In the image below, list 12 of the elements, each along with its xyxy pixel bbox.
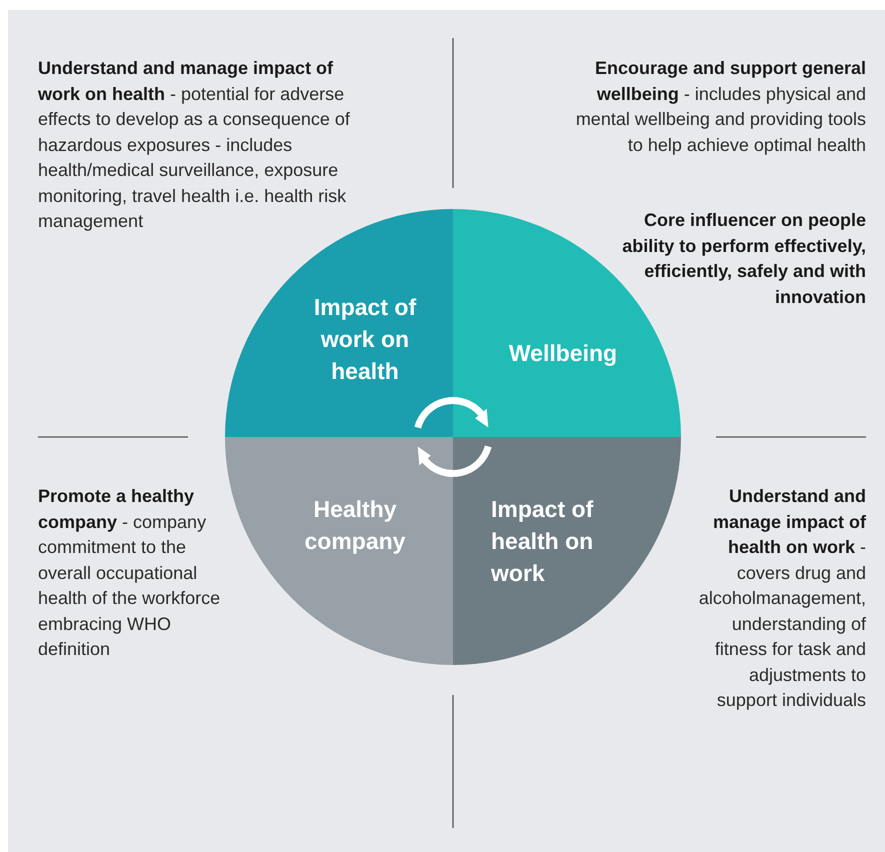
description-text: Core influencer on people ability to perform effectively, efficiently, safely and with innovation xyxy=(621,209,866,308)
description-text: Understand and manage impact of work on health - potential for adverse effects to develop as a consequence of hazardous exposures - includes health/medical surveillance, exposure monitoring, travel health i.e. health risk management xyxy=(38,57,351,233)
quadrant-title: Impact of work on health xyxy=(312,293,418,386)
description-text: Understand and manage impact of health on work - covers drug and alcoholmanagement, understanding of fitness for task and adjustments to support individuals xyxy=(698,485,866,712)
description-text: Encourage and support general wellbeing - includes physical and mental wellbeing and providing tools to help achieve optimal health xyxy=(574,57,866,157)
quadrant-title: Wellbeing xyxy=(508,339,618,368)
description-text: Promote a healthy company - company commitment to the overall occupational health of the workforce embracing WHO definition xyxy=(38,485,222,661)
quadrant-segment xyxy=(225,209,453,437)
quadrant-title: Healthy company xyxy=(304,495,406,556)
quadrant-segment xyxy=(225,437,453,665)
quadrant-title: Impact of health on work xyxy=(491,495,594,588)
quadrant-segment xyxy=(453,437,681,665)
